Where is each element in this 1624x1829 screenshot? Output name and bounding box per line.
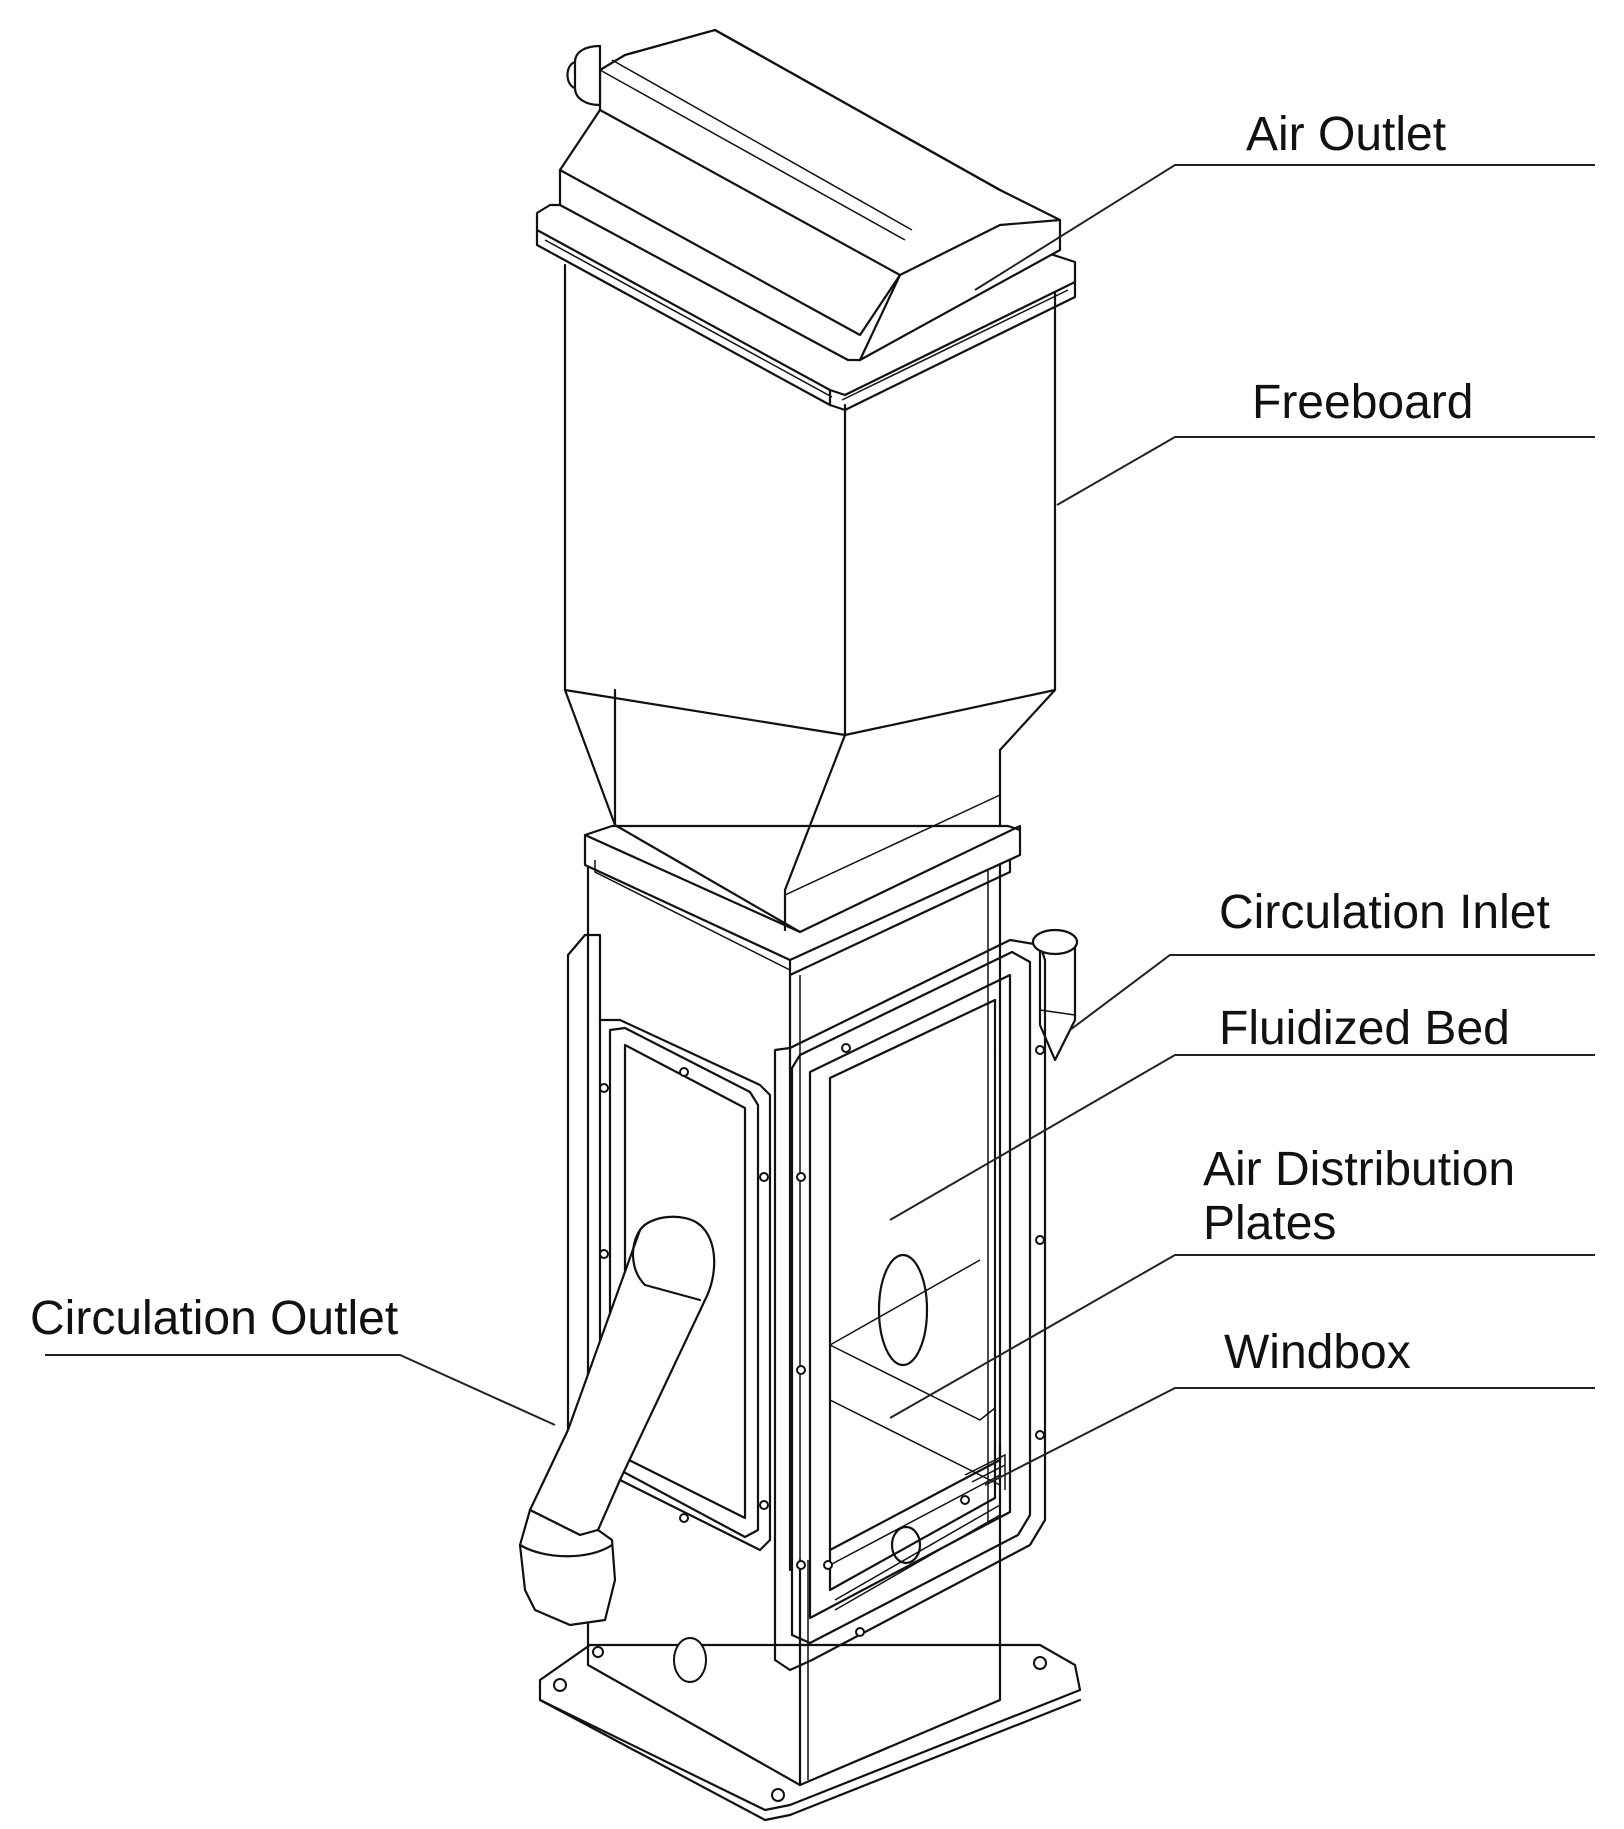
label-circulation-inlet: Circulation Inlet: [1219, 886, 1550, 939]
label-air-distribution-plates: Air Distribution Plates: [1203, 1143, 1515, 1251]
label-freeboard: Freeboard: [1252, 376, 1474, 429]
leader-windbox: [984, 1387, 1595, 1486]
left-window: [566, 933, 772, 1552]
label-air-outlet: Air Outlet: [1246, 108, 1447, 161]
label-air-distribution-line2: Plates: [1203, 1196, 1337, 1250]
label-air-distribution-line1: Air Distribution: [1203, 1143, 1516, 1196]
leader-lines: [45, 164, 1595, 1486]
label-circulation-outlet: Circulation Outlet: [30, 1292, 399, 1345]
front-window: [773, 938, 1047, 1672]
leader-freeboard: [1056, 436, 1595, 506]
leader-fluidized-bed: [889, 1054, 1595, 1221]
leader-circulation-outlet: [45, 1354, 556, 1426]
air-outlet-cap: [558, 28, 1062, 362]
circulation-inlet-pipe: [1031, 928, 1079, 1062]
leader-air-outlet: [974, 164, 1595, 291]
circulation-outlet-pipe: [518, 1215, 716, 1627]
label-windbox: Windbox: [1224, 1326, 1411, 1379]
label-fluidized-bed: Fluidized Bed: [1219, 1002, 1510, 1055]
freeboard: [563, 263, 1057, 934]
leader-air-distribution: [889, 1254, 1595, 1419]
middle-flange: [583, 824, 1022, 977]
base-plate: [538, 1643, 1082, 1822]
middle-column: [586, 863, 1002, 1572]
leader-circulation-inlet: [1069, 954, 1595, 1031]
lower-column: [586, 1488, 1002, 1787]
